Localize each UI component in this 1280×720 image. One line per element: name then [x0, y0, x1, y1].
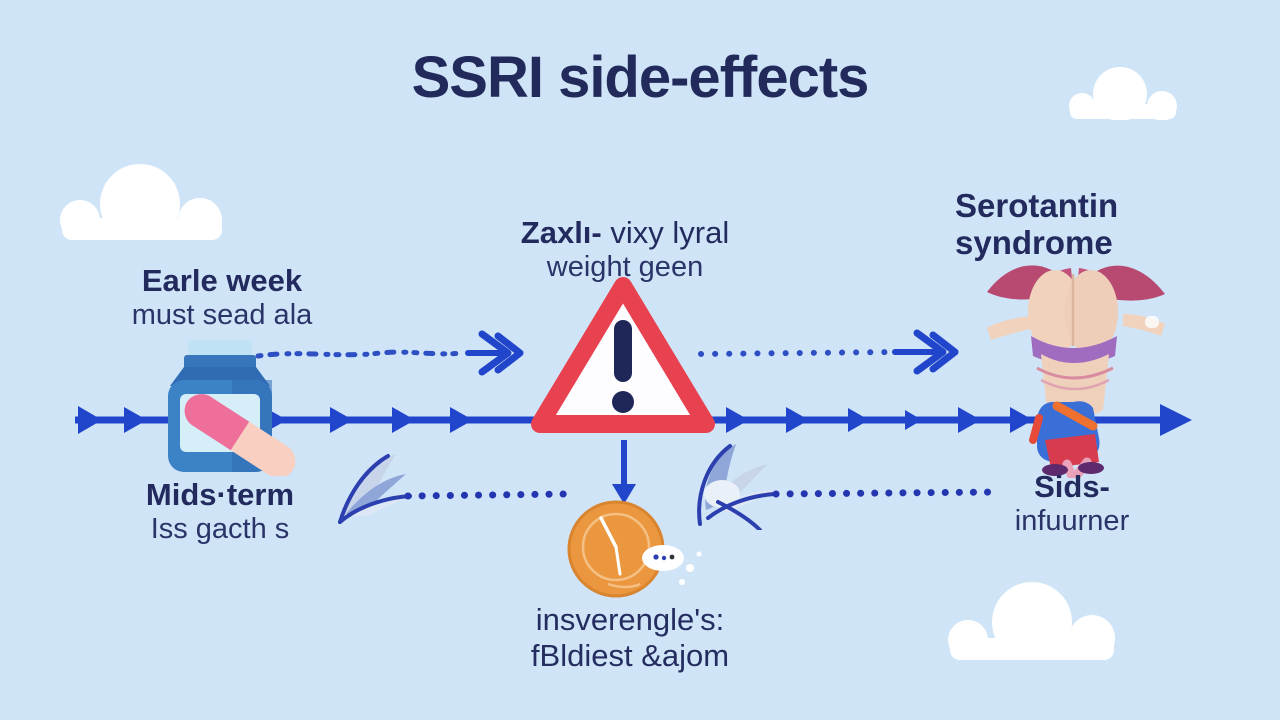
label-bottom-caption: insverengle's: fBldiest &ajom	[480, 602, 780, 673]
feather-fletching-icon	[338, 454, 572, 524]
label-weight-gain-heading-bold: Zaxlı-	[520, 215, 602, 250]
label-mid-term: Mids·term Iss gacth s	[90, 477, 350, 545]
label-weight-gain-heading: Zaxlı- vixy lyral	[460, 215, 790, 251]
down-arrow	[612, 440, 636, 504]
label-bottom-caption-line1: insverengle's:	[535, 602, 725, 637]
cloud-icon	[60, 164, 222, 240]
feather-fletching-icon	[697, 444, 1002, 530]
label-early-weeks-heading: Earle week	[141, 263, 303, 298]
cloud-icon	[1069, 67, 1177, 120]
label-early-weeks-subtext: must sead ala	[131, 298, 313, 331]
label-weight-gain-heading-rest: vixy lyral	[601, 215, 730, 250]
label-sids-heading: Sids-	[1034, 469, 1110, 504]
warning-triangle-icon	[531, 277, 715, 433]
dashed-arrow	[255, 330, 524, 376]
dotted-arrow	[698, 329, 959, 375]
label-serotonin-line2: syndrome	[955, 223, 1113, 261]
label-mid-term-heading: Mids·term	[145, 477, 295, 512]
label-serotonin-line1: Serotantin	[955, 187, 1119, 224]
label-mid-term-subtext: Iss gacth s	[150, 512, 290, 545]
person-figure-illustration	[987, 265, 1165, 478]
label-sids: Sids- infuurner	[962, 469, 1182, 537]
label-serotonin-syndrome: Serotantin syndrome	[955, 187, 1175, 262]
clock-icon	[567, 500, 702, 598]
page-title: SSRI side-effects	[411, 45, 870, 110]
label-sids-subtext: infuurner	[1014, 504, 1130, 537]
pill-bottle-icon	[168, 340, 296, 476]
label-weight-gain-subtext: weight geen	[546, 250, 704, 283]
label-bottom-caption-line2: fBldiest &ajom	[530, 637, 730, 673]
label-weight-gain: Zaxlı- vixy lyral weight geen	[460, 215, 790, 283]
cloud-icon	[948, 582, 1115, 660]
label-early-weeks: Earle week must sead ala	[92, 263, 352, 331]
